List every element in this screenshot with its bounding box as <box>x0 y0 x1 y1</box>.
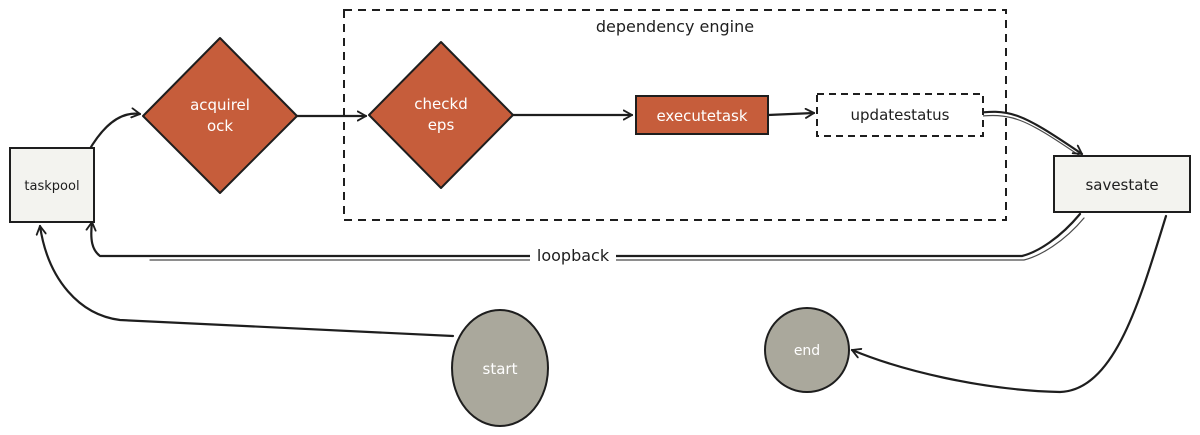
node-end[interactable]: end <box>764 307 850 393</box>
executetask-label: executetask <box>656 107 747 125</box>
checkdeps-label-line2: eps <box>428 116 455 134</box>
group-label: dependency engine <box>596 17 754 36</box>
node-taskpool[interactable]: taskpool <box>9 147 95 223</box>
loopback-label-group: loopback <box>530 244 616 268</box>
checkdeps-label-line1: checkd <box>414 95 467 113</box>
node-savestate[interactable]: savestate <box>1053 155 1191 213</box>
edge-loopback-sketch <box>149 217 1085 261</box>
node-acquirelock[interactable]: acquirel ock <box>142 37 298 194</box>
savestate-label: savestate <box>1085 176 1158 194</box>
node-start[interactable]: start <box>451 309 549 427</box>
edges <box>35 107 1168 394</box>
edge-updatestatus-savestate <box>968 110 1084 156</box>
end-label: end <box>794 343 820 359</box>
edge-executetask-updatestatus <box>766 107 816 119</box>
edge-start-taskpool <box>35 224 455 338</box>
acquirelock-label-line2: ock <box>207 117 233 135</box>
node-updatestatus[interactable]: updatestatus <box>816 93 984 137</box>
node-checkdeps[interactable]: checkd eps <box>368 41 514 189</box>
updatestatus-label: updatestatus <box>851 106 950 124</box>
acquirelock-label-line1: acquirel <box>190 96 250 114</box>
taskpool-label: taskpool <box>24 179 79 194</box>
start-label: start <box>483 360 518 378</box>
loopback-label: loopback <box>537 246 610 265</box>
edge-taskpool-acquirelock <box>86 107 142 154</box>
edge-savestate-end <box>850 214 1168 394</box>
edge-updatestatus-savestate-sketch <box>971 114 1081 157</box>
node-executetask[interactable]: executetask <box>635 95 769 135</box>
edge-loopback <box>85 212 1082 258</box>
